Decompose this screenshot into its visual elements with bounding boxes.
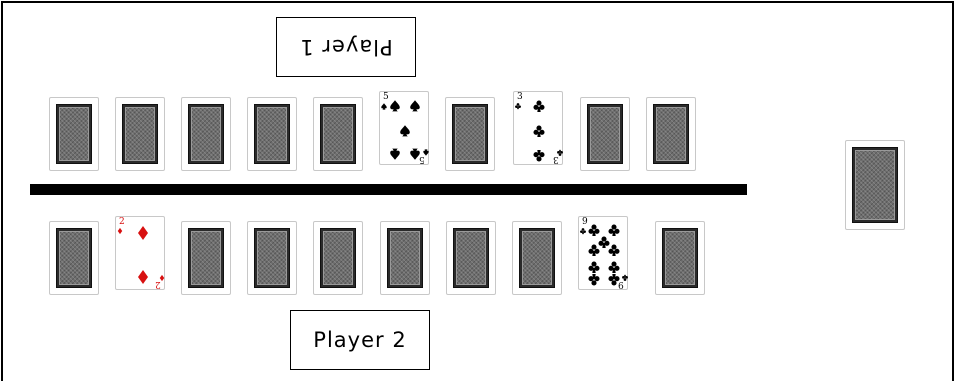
card-back[interactable] <box>49 221 99 295</box>
card-back[interactable] <box>655 221 705 295</box>
clubs-pips <box>515 100 563 162</box>
spades-pips <box>381 100 429 160</box>
player-1-label-text: Player 1 <box>299 35 393 59</box>
card-back[interactable] <box>313 97 363 171</box>
card-rank: 5 <box>383 92 389 102</box>
card-rank: 2 <box>119 217 125 227</box>
card-back[interactable] <box>512 221 562 295</box>
card-three-of-clubs[interactable]: 3 3 <box>513 91 563 165</box>
card-rank: 9 <box>582 217 588 227</box>
card-back[interactable] <box>380 221 430 295</box>
diamonds-pips <box>117 226 165 284</box>
card-nine-of-clubs[interactable]: 9 9 <box>578 216 628 290</box>
clubs-pips <box>580 224 628 286</box>
card-back[interactable] <box>181 97 231 171</box>
card-back[interactable] <box>446 221 496 295</box>
card-five-of-spades[interactable]: 5 5 <box>379 91 429 165</box>
card-back[interactable] <box>445 97 495 171</box>
card-back[interactable] <box>646 97 696 171</box>
card-back[interactable] <box>181 221 231 295</box>
table-divider <box>30 184 747 195</box>
card-two-of-diamonds[interactable]: 2 2 <box>115 216 165 290</box>
card-rank: 3 <box>517 92 523 102</box>
player-1-label: Player 1 <box>276 17 416 77</box>
card-back[interactable] <box>247 221 297 295</box>
draw-deck[interactable] <box>845 140 905 230</box>
player-2-label-text: Player 2 <box>313 328 407 352</box>
card-back[interactable] <box>115 97 165 171</box>
card-back[interactable] <box>313 221 363 295</box>
player-2-label: Player 2 <box>290 310 430 370</box>
card-back[interactable] <box>49 97 99 171</box>
card-back[interactable] <box>247 97 297 171</box>
card-back[interactable] <box>580 97 630 171</box>
